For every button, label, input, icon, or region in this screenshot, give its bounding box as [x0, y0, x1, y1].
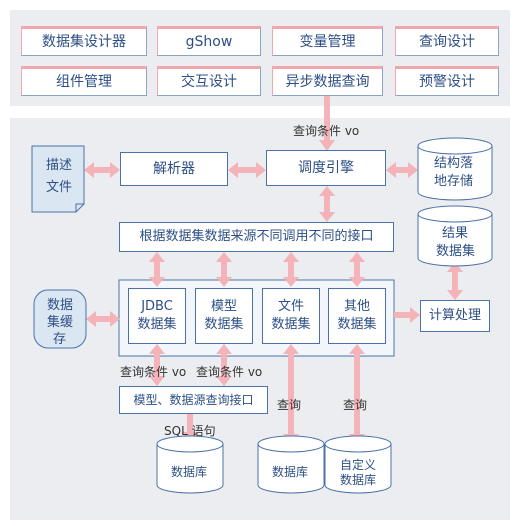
module-query-design: 查询设计	[395, 26, 499, 56]
result-dataset-line2: 数据集	[436, 244, 476, 259]
module-interaction-design: 交互设计	[157, 66, 261, 96]
cache-line2: 集缓	[47, 315, 74, 330]
result-dataset-line1: 结果	[442, 226, 469, 241]
label-sql: SQL 语句	[164, 424, 216, 438]
module-component-management: 组件管理	[21, 66, 147, 96]
database-2-label: 数据库	[272, 465, 309, 479]
model-dataset-node: 模型 数据集	[195, 288, 253, 344]
label-query-file: 查询	[277, 398, 302, 412]
label-query-vo-top: 查询条件 vo	[293, 124, 360, 138]
module-async-query: 异步数据查询	[272, 66, 383, 96]
database-1-label: 数据库	[171, 465, 208, 479]
arrow-query-db1	[182, 413, 198, 442]
file-dataset-node: 文件 数据集	[262, 288, 320, 344]
arrow-router-model	[216, 252, 232, 287]
arrow-cache-group	[86, 311, 120, 327]
other-dataset-node: 其他 数据集	[328, 288, 386, 344]
arrow-file-parser	[84, 162, 120, 178]
interface-router-node: 根据数据集数据来源不同调用不同的接口	[119, 222, 394, 252]
jdbc-dataset-line2: 数据集	[137, 317, 177, 332]
arrow-scheduler-storage	[386, 162, 418, 178]
database-2-cylinder	[257, 435, 325, 494]
scheduler-node: 调度引擎	[266, 150, 386, 186]
module-variable-management: 变量管理	[272, 26, 383, 56]
label-query-other: 查询	[343, 398, 368, 412]
module-dataset-designer: 数据集设计器	[21, 26, 147, 56]
arrow-group-compute	[394, 307, 420, 323]
custom-db-line1: 自定义	[340, 458, 377, 472]
describe-file-fold	[75, 203, 84, 212]
structured-storage-cylinder	[417, 137, 493, 201]
arrow-file-db2	[283, 344, 299, 444]
file-dataset-line1: 文件	[277, 299, 304, 315]
module-alert-design: 预警设计	[395, 66, 499, 96]
custom-db-line2: 数据库	[340, 473, 377, 487]
arrow-async-scheduler	[319, 84, 335, 151]
module-gshow: gShow	[157, 26, 261, 56]
arrow-router-jdbc	[149, 252, 165, 287]
custom-database-cylinder	[324, 435, 392, 494]
storage-line2: 地存储	[434, 174, 474, 189]
label-query-vo-left: 查询条件 vo	[120, 365, 187, 379]
file-dataset-line2: 数据集	[271, 317, 311, 332]
arrow-result-compute	[447, 262, 463, 300]
describe-file-shape	[31, 145, 85, 213]
label-query-vo-right: 查询条件 vo	[196, 365, 263, 379]
storage-line1: 结构落	[434, 156, 474, 171]
result-dataset-cylinder	[417, 205, 493, 267]
arrow-jdbc-query	[149, 344, 165, 386]
arrow-model-query	[216, 344, 232, 386]
dataset-cache-shape	[33, 289, 87, 349]
compute-node: 计算处理	[420, 300, 490, 332]
query-interface-node: 模型、数据源查询接口	[119, 386, 268, 414]
describe-file-line1: 描述	[46, 158, 73, 173]
jdbc-dataset-node: JDBC 数据集	[128, 288, 186, 344]
arrow-router-other	[349, 252, 365, 287]
cache-line3: 存	[53, 332, 67, 347]
cache-line1: 数据	[47, 298, 74, 313]
arrow-router-file	[283, 252, 299, 287]
database-1-cylinder	[156, 435, 224, 494]
other-dataset-line1: 其他	[343, 299, 370, 315]
arrow-parser-scheduler	[228, 162, 266, 178]
model-dataset-line2: 数据集	[204, 317, 244, 332]
parser-node: 解析器	[120, 152, 228, 186]
jdbc-dataset-line1: JDBC	[141, 299, 173, 315]
arrow-scheduler-router	[319, 186, 335, 222]
describe-file-line2: 文件	[46, 180, 73, 195]
other-dataset-line2: 数据集	[337, 317, 377, 332]
model-dataset-line1: 模型	[210, 299, 237, 315]
arrow-other-customdb	[349, 344, 365, 444]
